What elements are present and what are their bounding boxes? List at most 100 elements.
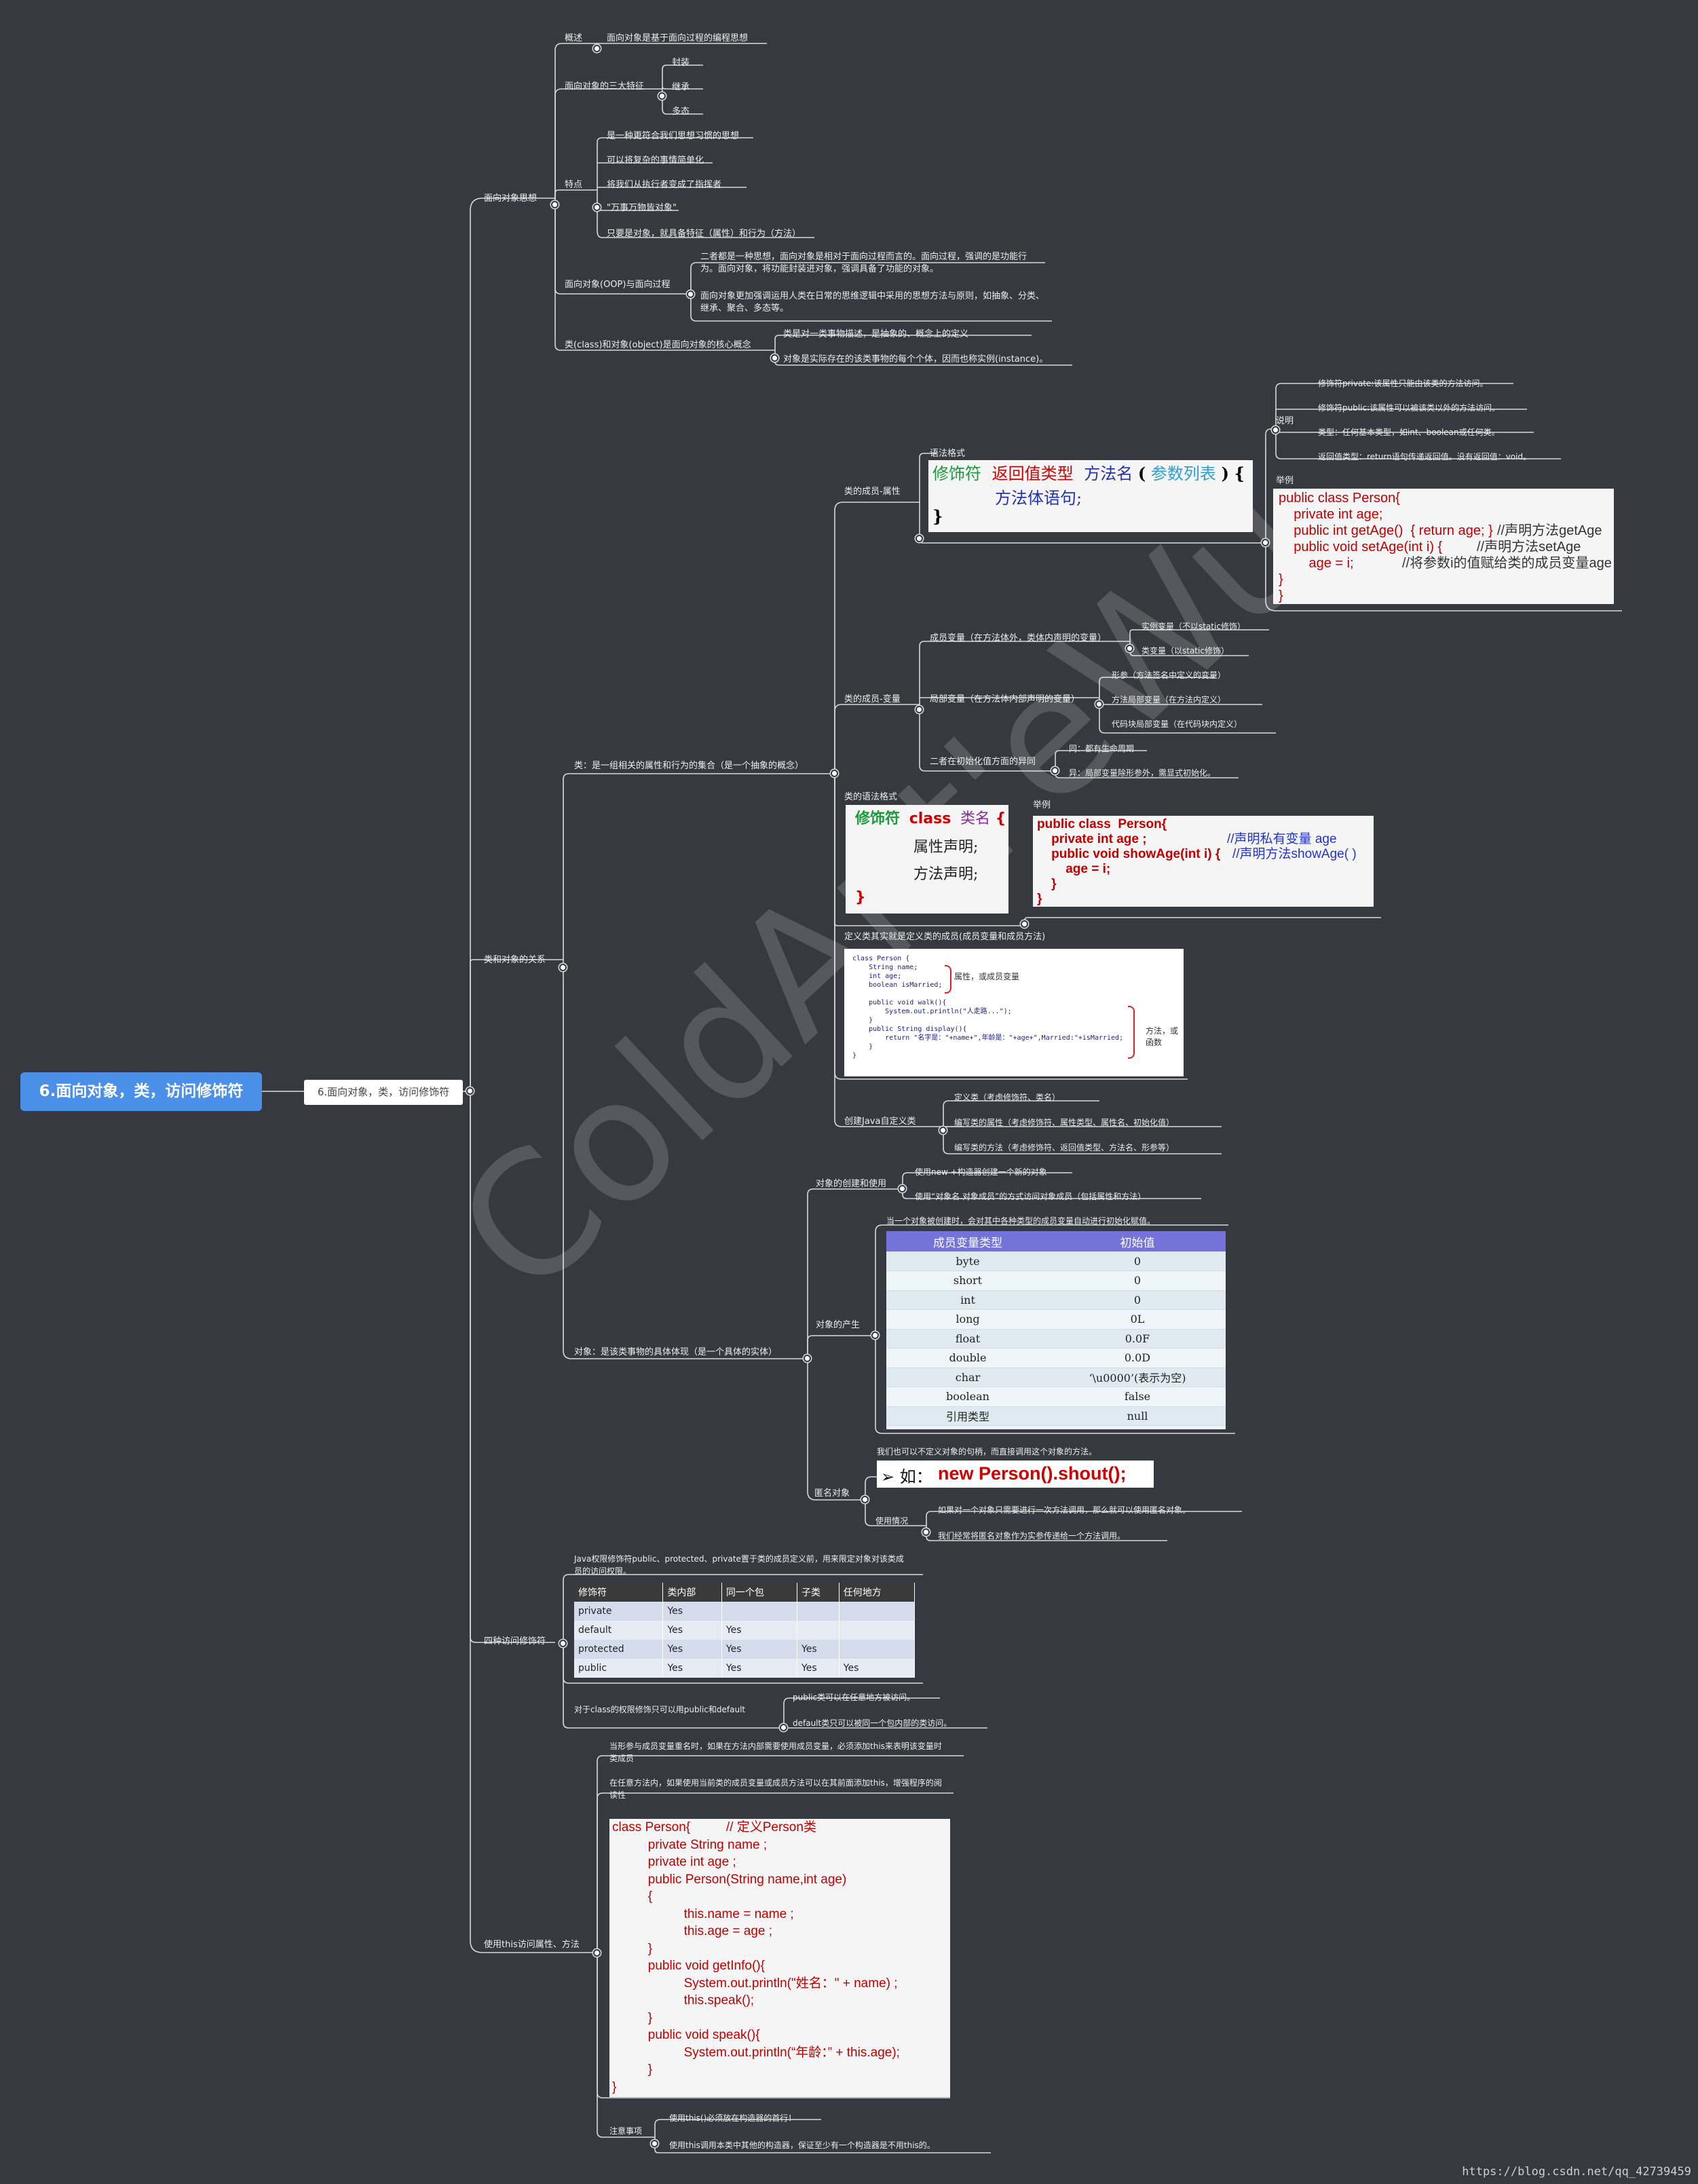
collapse-dot[interactable]	[1262, 539, 1269, 546]
topic-use-cases[interactable]: 使用情况	[875, 1516, 909, 1526]
code-line	[852, 990, 1123, 998]
code-line: class Person {	[852, 955, 910, 962]
ocu-1: 使用new +构造器创建一个新的对象	[915, 1167, 1047, 1177]
collapse-dot[interactable]	[593, 204, 601, 211]
table-cell: 0.0F	[1049, 1329, 1226, 1349]
collapse-dot[interactable]	[651, 2140, 658, 2147]
table-cell: 0L	[1049, 1309, 1226, 1330]
topic-overview[interactable]: 概述	[565, 33, 583, 43]
collapse-dot[interactable]	[593, 1949, 601, 1957]
collapse-dot[interactable]	[1095, 700, 1103, 708]
code-person-getage: public class Person{ private int age; pu…	[1273, 489, 1614, 604]
syntax-brace-open: {	[1234, 464, 1245, 483]
code-line: }	[612, 2079, 617, 2094]
create-3: 编写类的方法（考虑修饰符、返回值类型、方法名、形参等）	[954, 1143, 1175, 1152]
explain-3: 类型：任何基本类型，如int、boolean或任何类。	[1318, 428, 1500, 437]
label-example: 举例	[1276, 476, 1294, 486]
topic-class[interactable]: 类：是一组相关的属性和行为的集合（是一个抽象的概念）	[574, 761, 804, 771]
this-rule-1: 当形参与成员变量重名时，如果在方法内部需要使用成员变量，必须添加this来表明该…	[609, 1741, 942, 1763]
member-var-1[interactable]: 成员变量（在方法体外，类体内声明的变量）	[930, 633, 1107, 643]
code-line: }	[1279, 572, 1283, 587]
code-note-fields: 属性，或成员变量	[954, 972, 1020, 981]
use-case-2: 我们经常将匿名对象作为实参传递给一个方法调用。	[938, 1531, 1126, 1541]
table-cell	[721, 1602, 798, 1621]
code-lines: public class Person{ private int age; pu…	[1279, 490, 1493, 604]
collapse-dot[interactable]	[916, 706, 923, 713]
collapse-dot[interactable]	[780, 1724, 787, 1731]
code-line: private String name ;	[612, 1837, 768, 1852]
topic-member-var[interactable]: 类的成员-变量	[844, 694, 901, 704]
cls-syntax-brace-open: {	[995, 810, 1006, 827]
collapse-dot[interactable]	[466, 1087, 474, 1095]
code-line: }	[852, 1043, 873, 1051]
collapse-dot[interactable]	[861, 1496, 869, 1503]
feature-polymorphism: 多态	[672, 107, 690, 117]
member-var-2[interactable]: 局部变量（在方法体内部声明的变量）	[930, 694, 1080, 704]
topic-class-access[interactable]: 对于class的权限修饰只可以用public和default	[574, 1705, 746, 1714]
topic-object-generate[interactable]: 对象的产生	[816, 1320, 861, 1330]
topic-member-attr[interactable]: 类的成员-属性	[844, 487, 901, 497]
syntax-paren-open: (	[1137, 464, 1146, 483]
collapse-dot[interactable]	[1051, 767, 1059, 774]
collapse-dot[interactable]	[1126, 645, 1133, 652]
explain-1: 修饰符private:该属性只能由该类的方法访问。	[1318, 379, 1488, 388]
code-line: String name;	[852, 964, 918, 971]
topic-main[interactable]: 6.面向对象，类，访问修饰符	[304, 1080, 463, 1105]
footer-url: https://blog.csdn.net/qq_42739459	[1462, 2165, 1691, 2179]
topic-traits[interactable]: 特点	[565, 180, 583, 190]
topic-object-create-use[interactable]: 对象的创建和使用	[816, 1179, 887, 1189]
topic-oop-vs-pop[interactable]: 面向对象(OOP)与面向过程	[565, 280, 671, 290]
collapse-dot[interactable]	[831, 770, 838, 777]
topic-three-features[interactable]: 面向对象的三大特征	[565, 81, 645, 92]
member-var-3[interactable]: 二者在初始化值方面的异同	[930, 757, 1036, 767]
collapse-dot[interactable]	[551, 201, 559, 208]
collapse-dot[interactable]	[899, 1185, 906, 1192]
topic-notes[interactable]: 注意事项	[609, 2126, 643, 2136]
collapse-dot[interactable]	[771, 354, 778, 362]
code-this-example: class Person{ // 定义Person类 private Strin…	[609, 1819, 950, 2097]
root-topic[interactable]: 6.面向对象，类，访问修饰符	[20, 1072, 262, 1111]
collapse-dot[interactable]	[939, 1127, 947, 1134]
table-cell: Yes	[662, 1640, 722, 1659]
table-row: char‘\u0000’(表示为空)	[886, 1368, 1226, 1387]
code-note-methods: 方法，或函数	[1146, 1026, 1179, 1047]
collapse-dot[interactable]	[593, 45, 601, 52]
code-person-showage: public class Person{ private int age ; p…	[1033, 816, 1374, 907]
table-cell: Yes	[797, 1640, 839, 1659]
topic-access-modifiers[interactable]: 四种访问修饰符	[484, 1636, 546, 1646]
collapse-dot[interactable]	[871, 1332, 879, 1339]
code-line: public void speak(){	[612, 2028, 760, 2042]
collapse-dot[interactable]	[1272, 426, 1279, 434]
table-cell: long	[886, 1309, 1049, 1330]
code-lines: class Person{ // 定义Person类 private Strin…	[612, 1819, 900, 2096]
topic-this[interactable]: 使用this访问属性、方法	[484, 1940, 580, 1950]
topic-object[interactable]: 对象：是该类事物的具体体现（是一个具体的实体）	[574, 1347, 778, 1357]
topic-create-class[interactable]: 创建Java自定义类	[844, 1116, 916, 1127]
collapse-dot[interactable]	[804, 1355, 811, 1362]
this-rule-2: 在任意方法内，如果使用当前类的成员变量或成员方法可以在其前面添加this，增强程…	[609, 1778, 942, 1800]
collapse-dot[interactable]	[559, 1640, 567, 1647]
collapse-dot[interactable]	[559, 964, 567, 971]
code-line: }	[612, 2010, 653, 2025]
collapse-dot[interactable]	[916, 535, 923, 542]
collapse-dot[interactable]	[922, 1528, 930, 1536]
topic-core-concepts[interactable]: 类(class)和对象(object)是面向对象的核心概念	[565, 340, 751, 350]
topic-oop[interactable]: 面向对象思想	[484, 193, 537, 204]
topic-anonymous-object[interactable]: 匿名对象	[814, 1488, 850, 1499]
class-access-2: default类只可以被同一个包内部的类访问。	[793, 1718, 952, 1728]
collapse-dot[interactable]	[1021, 920, 1028, 928]
topic-explain[interactable]: 说明	[1276, 416, 1294, 426]
code-line: int age;	[852, 973, 902, 980]
table-header: 同一个包	[721, 1583, 798, 1602]
code-line: }	[612, 2063, 653, 2077]
code-line: public void getInfo(){	[612, 1959, 765, 1973]
syntax-brace-close: }	[932, 506, 943, 526]
collapse-dot[interactable]	[687, 290, 694, 298]
topic-class-object[interactable]: 类和对象的关系	[484, 955, 546, 965]
collapse-dot[interactable]	[658, 92, 666, 100]
table-cell: Yes	[721, 1640, 798, 1659]
